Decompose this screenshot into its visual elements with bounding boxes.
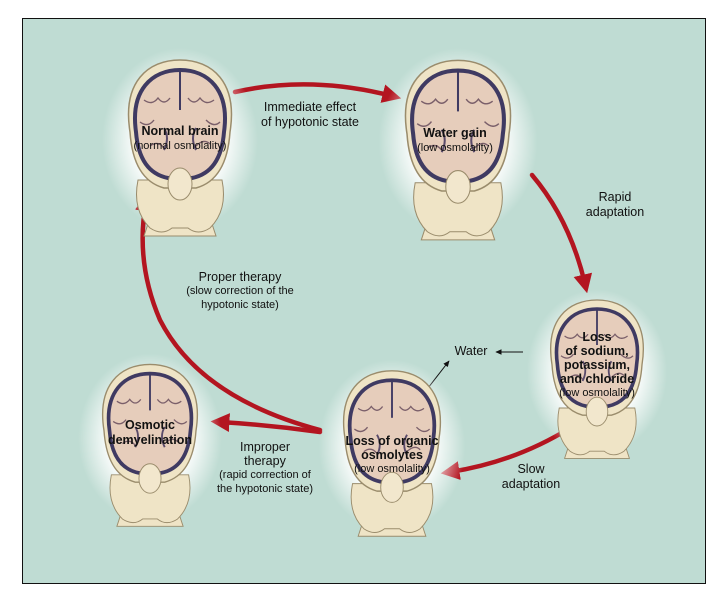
- label-proper-therapy: Proper therapy (slow correction of the h…: [170, 270, 310, 312]
- arrow-improper-therapy: [210, 413, 323, 435]
- label-water: Water: [446, 344, 496, 359]
- loss-osmolytes-note: (low osmolality): [354, 463, 430, 475]
- rapid-line-1: Rapid: [598, 190, 632, 204]
- loss-osmolytes-title-1: Loss of organic: [345, 434, 439, 448]
- loss-electrolytes-title-4: and chloride: [559, 372, 635, 386]
- arrow-proper-therapy: [135, 192, 323, 433]
- slow-line-1: Slow: [517, 462, 545, 476]
- immediate-line-2: of hypotonic state: [261, 115, 359, 129]
- improper-line-4: the hypotonic state): [216, 483, 313, 495]
- proper-line-3: hypotonic state): [201, 299, 279, 311]
- water-gain-title: Water gain: [423, 126, 487, 140]
- label-loss-osmolytes: Loss of organic osmolytes (low osmolalit…: [322, 434, 462, 476]
- water-gain-note: (low osmolality): [417, 142, 493, 154]
- arrow-immediate-effect: [232, 82, 402, 103]
- rapid-line-2: adaptation: [585, 205, 645, 219]
- label-immediate-effect: Immediate effect of hypotonic state: [245, 100, 375, 130]
- label-improper-therapy: Improper therapy (rapid correction of th…: [205, 440, 325, 496]
- demyelination-title-2: demyelination: [107, 433, 193, 447]
- loss-electrolytes-note: (low osmolality): [559, 387, 635, 399]
- loss-electrolytes-title-2: of sodium,: [565, 344, 629, 358]
- improper-line-2: therapy: [244, 454, 286, 468]
- normal-brain-note: (normal osmolality): [133, 140, 227, 152]
- label-normal-brain: Normal brain (normal osmolality): [105, 124, 255, 154]
- label-water-gain: Water gain (low osmolality): [380, 126, 530, 156]
- improper-line-1: Improper: [239, 440, 291, 454]
- loss-electrolytes-title-3: potassium,: [564, 358, 630, 372]
- improper-line-3: (rapid correction of: [219, 469, 311, 481]
- label-rapid-adaptation: Rapid adaptation: [575, 190, 655, 220]
- proper-line-1: Proper therapy: [198, 270, 282, 284]
- loss-electrolytes-title-1: Loss: [582, 330, 612, 344]
- label-loss-electrolytes: Loss of sodium, potassium, and chloride …: [537, 330, 657, 400]
- proper-line-2: (slow correction of the: [186, 285, 294, 297]
- label-slow-adaptation: Slow adaptation: [486, 462, 576, 492]
- water-label: Water: [454, 344, 488, 358]
- immediate-line-1: Immediate effect: [263, 100, 357, 114]
- arrow-rapid-adaptation: [529, 172, 593, 294]
- loss-osmolytes-title-2: osmolytes: [361, 448, 423, 462]
- normal-brain-title: Normal brain: [141, 124, 219, 138]
- demyelination-title-1: Osmotic: [124, 418, 175, 432]
- slow-line-2: adaptation: [501, 477, 561, 491]
- label-demyelination: Osmotic demyelination: [85, 418, 215, 448]
